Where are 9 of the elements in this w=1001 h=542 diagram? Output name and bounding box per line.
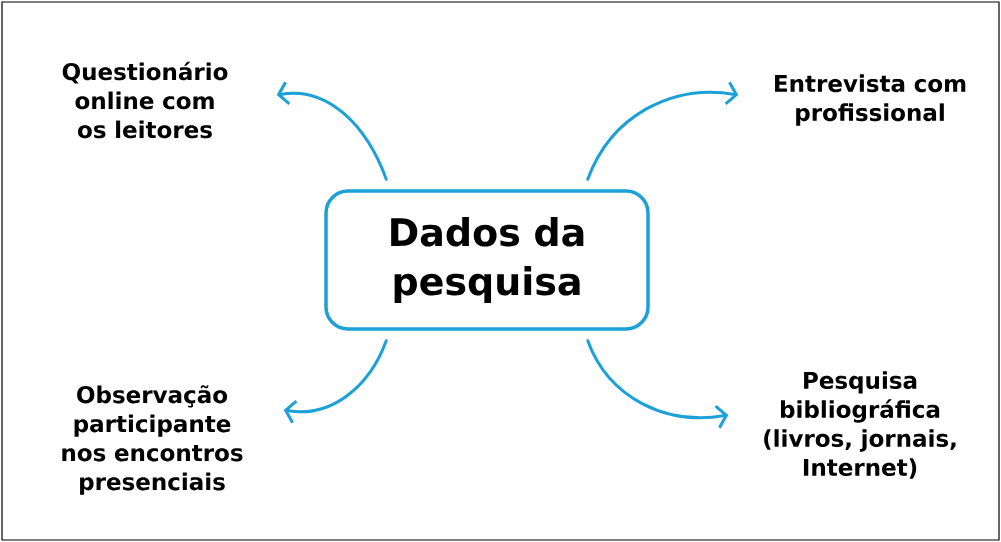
arrow	[586, 81, 739, 181]
arrow	[586, 339, 729, 429]
arrow	[283, 339, 388, 424]
arrow	[276, 81, 388, 181]
method-text: Pesquisa bibliográfica (livros, jornais, Internet)	[764, 371, 956, 479]
method-text: Entrevista com profissional	[775, 74, 966, 126]
method-text: Observação participante nos encontros presenciais	[62, 385, 243, 495]
method-text: Questionário online com os leitores	[62, 61, 228, 139]
topic-box: Dados da pesquisa	[324, 189, 650, 331]
